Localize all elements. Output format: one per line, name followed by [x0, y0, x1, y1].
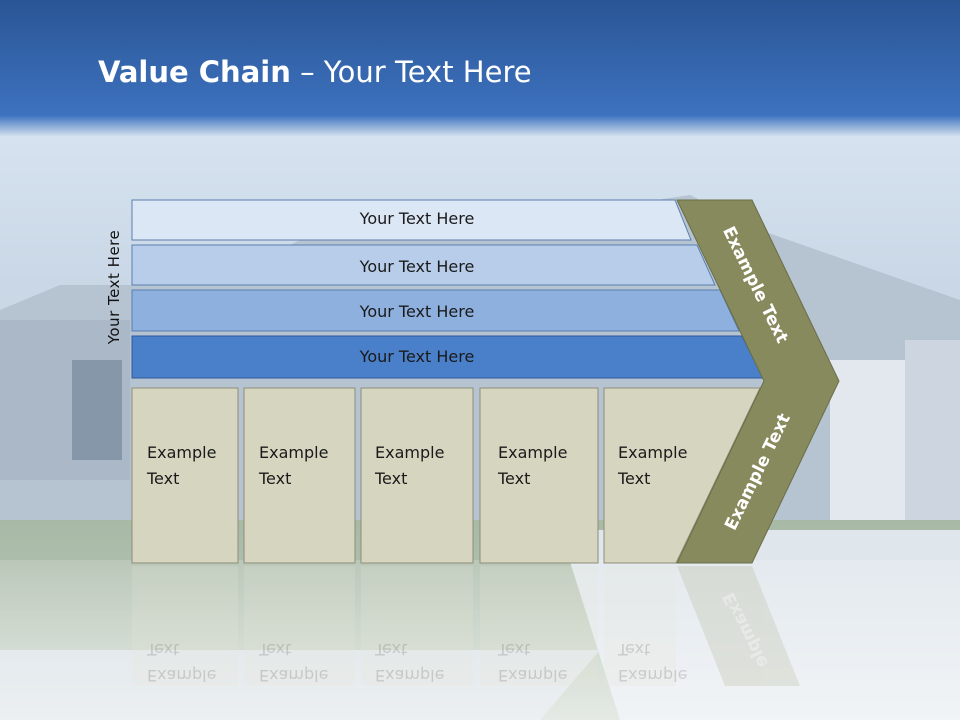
- box-label-3-line1: Example: [375, 443, 445, 462]
- box-reflection-1-line2: Text: [147, 640, 180, 659]
- row-bar-3[interactable]: [131, 289, 740, 332]
- box-reflection-5-line1: Example: [618, 666, 688, 685]
- box-label-4-line1: Example: [498, 443, 568, 462]
- reflection-group: [132, 566, 800, 686]
- box-label-5-line2: Text: [618, 469, 651, 488]
- activity-box-3[interactable]: [360, 387, 474, 564]
- reflection-box-5: [604, 566, 676, 686]
- box-reflection-2-line1: Example: [259, 666, 329, 685]
- box-label-1-line2: Text: [147, 469, 180, 488]
- activity-box-4[interactable]: [479, 387, 599, 564]
- row-label-2: Your Text Here: [359, 257, 475, 276]
- box-reflection-2: Example Text: [259, 636, 328, 688]
- box-reflection-4-line2: Text: [498, 640, 531, 659]
- box-reflection-3-line1: Example: [375, 666, 445, 685]
- activity-box-1[interactable]: [131, 387, 239, 564]
- reflection-chevron: [677, 566, 800, 686]
- box-reflection-5-line2: Text: [618, 640, 651, 659]
- box-label-2-line2: Text: [259, 469, 292, 488]
- row-label-3: Your Text Here: [359, 302, 475, 321]
- box-label-1-line1: Example: [147, 443, 217, 462]
- chevron-arrow[interactable]: [676, 199, 840, 564]
- reflection-box-3: [361, 566, 473, 686]
- row-bar-1[interactable]: [131, 199, 692, 241]
- box-reflection-3-line2: Text: [375, 640, 408, 659]
- row-bar-2[interactable]: [131, 244, 716, 286]
- box-reflection-5: Example Text: [618, 636, 687, 688]
- box-label-2-line1: Example: [259, 443, 329, 462]
- reflection-box-1: [132, 566, 238, 686]
- activity-box-2[interactable]: [243, 387, 356, 564]
- box-reflection-1-line1: Example: [147, 666, 217, 685]
- box-reflection-4-line1: Example: [498, 666, 568, 685]
- row-label-1: Your Text Here: [359, 209, 475, 228]
- reflection-box-4: [480, 566, 598, 686]
- box-label-3-line2: Text: [375, 469, 408, 488]
- title-bold: Value Chain: [98, 55, 291, 89]
- box-label-4-line2: Text: [498, 469, 531, 488]
- title-rest: – Your Text Here: [290, 55, 532, 89]
- box-reflection-3: Example Text: [375, 636, 444, 688]
- box-reflection-4: Example Text: [498, 636, 567, 688]
- box-label-5-line1: Example: [618, 443, 688, 462]
- row-label-4: Your Text Here: [359, 347, 475, 366]
- activity-box-5[interactable]: [603, 387, 761, 564]
- slide-title: Value Chain – Your Text Here: [98, 55, 532, 89]
- box-reflection-1: Example Text: [147, 636, 216, 688]
- box-reflection-2-line2: Text: [259, 640, 292, 659]
- reflection-box-2: [244, 566, 355, 686]
